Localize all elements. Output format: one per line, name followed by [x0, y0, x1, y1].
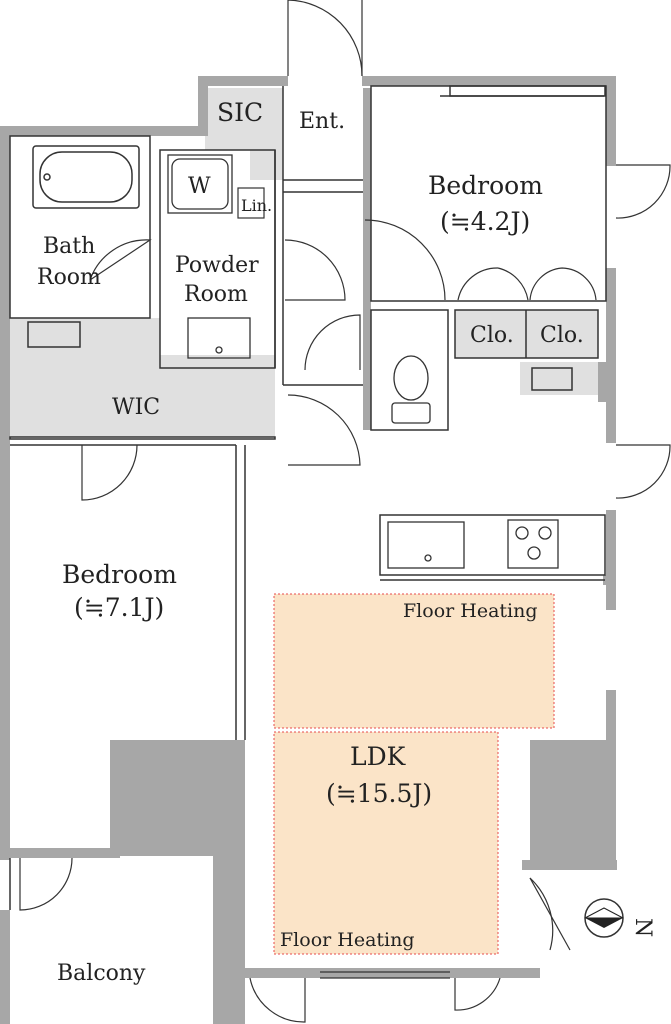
floor-heating-label-upper: Floor Heating — [403, 600, 538, 622]
room-label-wic: WIC — [112, 395, 160, 420]
kitchen-sink-fixture — [387, 521, 465, 569]
floor-heating-zone-lower — [273, 731, 499, 955]
compass-icon — [584, 898, 624, 938]
room-label-bedroom-north: Bedroom — [428, 171, 543, 200]
door-swings — [19, 0, 671, 1023]
room-label-entrance: Ent. — [299, 109, 345, 134]
vanity-sink-fixture — [187, 317, 251, 359]
room-size-ldk: (≒15.5J) — [326, 779, 432, 808]
washer-label: W — [188, 174, 211, 199]
room-label-ldk: LDK — [350, 742, 407, 771]
room-label-bedroom-west: Bedroom — [62, 560, 177, 589]
closet-label-b: Clo. — [540, 323, 584, 348]
room-label-bath-line2: Room — [37, 265, 101, 290]
stovetop-fixture — [507, 519, 559, 569]
washing-machine-fixture — [167, 154, 233, 214]
toilet-fixture — [391, 355, 431, 424]
partitions — [9, 85, 607, 910]
walls — [0, 76, 617, 1024]
room-size-bedroom-north: (≒4.2J) — [440, 207, 530, 236]
shaded-areas — [10, 88, 600, 437]
closet-label-a: Clo. — [470, 323, 514, 348]
floor-heating-zone-upper — [273, 593, 555, 729]
room-size-bedroom-west: (≒7.1J) — [74, 593, 164, 622]
room-label-balcony: Balcony — [57, 961, 146, 986]
room-label-powder-line1: Powder — [175, 253, 259, 278]
compass-north-label: N — [630, 918, 655, 937]
room-label-bath-line1: Bath — [43, 234, 95, 259]
linen-closet — [237, 187, 265, 219]
floor-heating-label-lower: Floor Heating — [280, 929, 415, 951]
linen-label: Lin. — [241, 196, 272, 215]
room-label-sic: SIC — [217, 98, 263, 127]
bathtub-fixture — [32, 145, 140, 209]
room-label-powder-line2: Room — [184, 282, 248, 307]
